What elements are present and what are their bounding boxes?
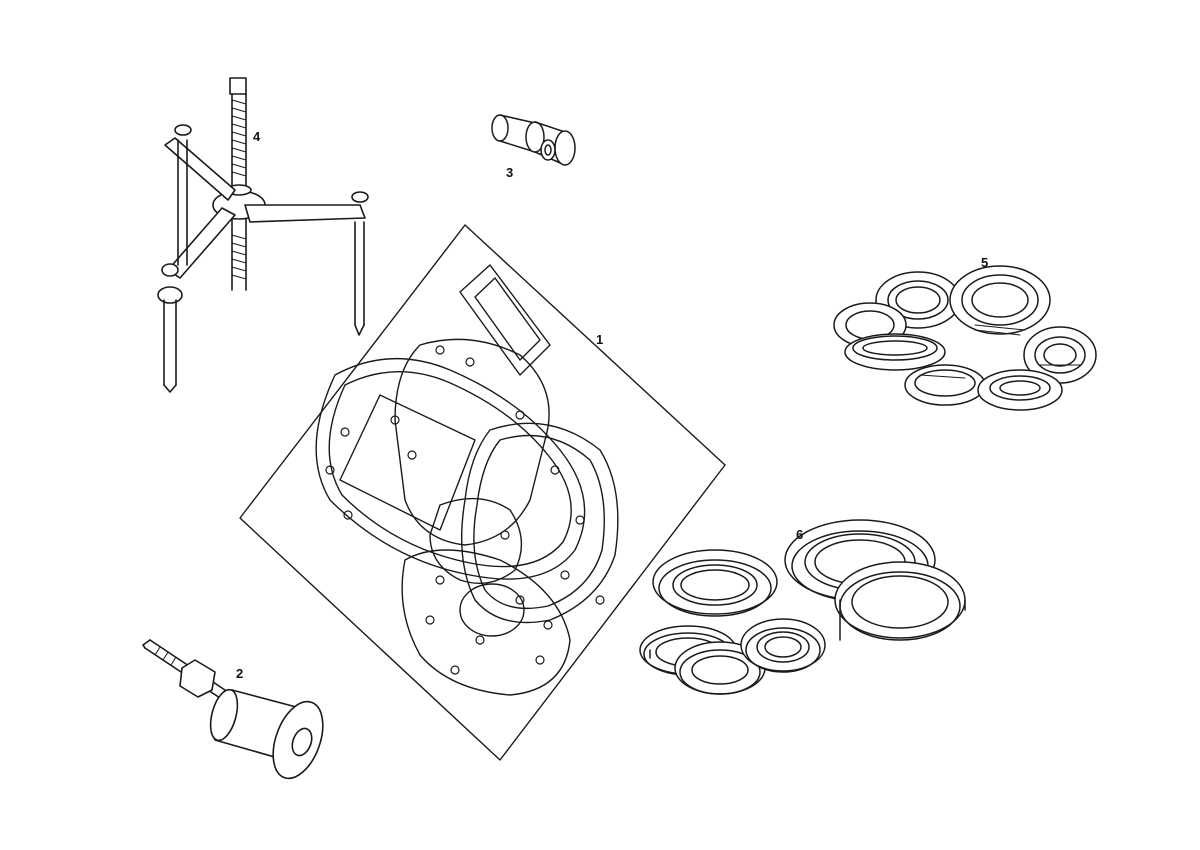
part-6-oil-seals xyxy=(639,519,966,695)
gasket-frame xyxy=(239,224,726,761)
callout-part-3: 3 xyxy=(506,165,514,180)
gasket-bolt-holes xyxy=(325,345,605,675)
callout-part-2: 2 xyxy=(236,666,244,681)
part-5-bearings xyxy=(833,265,1097,411)
callout-part-5: 5 xyxy=(981,255,989,270)
part-3-bushing xyxy=(491,114,576,166)
callout-part-6: 6 xyxy=(796,527,804,542)
bearing-hatching xyxy=(919,324,1081,379)
callout-part-1: 1 xyxy=(596,332,604,347)
screw-thread xyxy=(231,99,247,280)
callout-part-4: 4 xyxy=(253,129,261,144)
part-2-installer-tool xyxy=(142,639,324,780)
part-4-puller-tool xyxy=(157,77,369,393)
part-1-gasket-set xyxy=(239,224,726,761)
